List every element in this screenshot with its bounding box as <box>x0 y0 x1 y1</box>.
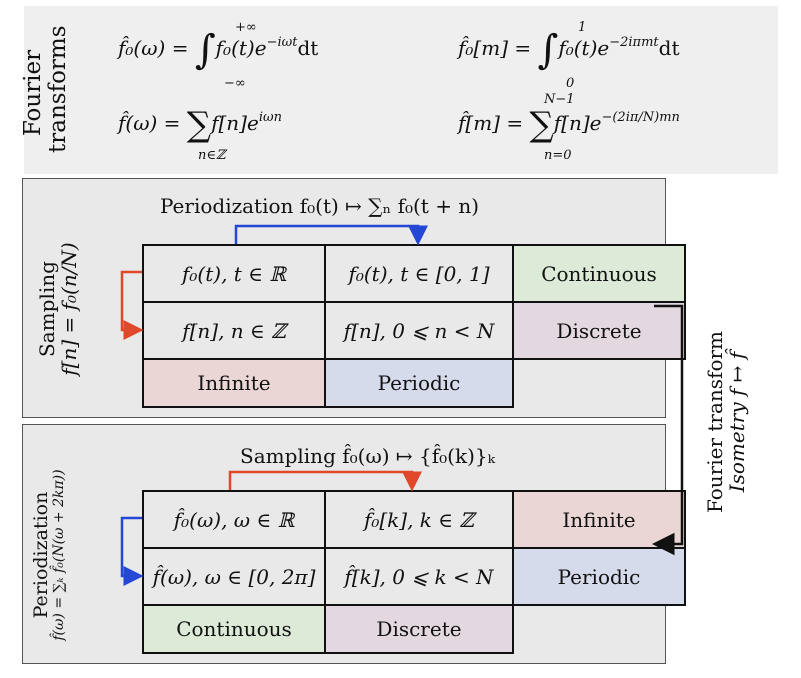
integral-symbol: ∫ <box>194 27 216 73</box>
formula-continuous-periodic: f̂₀[m] = ∫f₀(t)e−2iπmtdt <box>458 30 679 70</box>
time-domain-table: f₀(t), t ∈ ℝ f₀(t), t ∈ [0, 1] Continuou… <box>142 244 686 408</box>
f4-body: f[n]e <box>553 111 602 135</box>
cell-periodic-label: Periodic <box>512 547 686 606</box>
cell-continuous-label: Continuous <box>142 604 326 654</box>
f1-lower-limit: −∞ <box>224 76 246 91</box>
f1-body: f₀(t)e <box>215 36 267 60</box>
sum-symbol: ∑ <box>186 105 212 145</box>
f4-upper-limit: N−1 <box>544 92 575 107</box>
formula-discrete-infinite: f̂(ω) = ∑f[n]eiωn <box>118 108 282 142</box>
cell-discrete-label: Discrete <box>512 301 686 360</box>
periodization-arrow <box>234 224 428 246</box>
f2-lhs: f̂₀[m] = <box>458 36 538 60</box>
cell-discrete-label: Discrete <box>324 604 514 654</box>
f1-lhs: f̂₀(ω) = <box>118 36 195 60</box>
f2-body: f₀(t)e <box>558 36 610 60</box>
cell-discrete-periodic: f[n], 0 ⩽ n < N <box>324 301 514 360</box>
sum-symbol: ∑ <box>529 105 554 145</box>
cell-freq-discrete-infinite: f̂₀[k], k ∈ ℤ <box>324 490 514 549</box>
f4-lhs: f̂[m] = <box>458 111 530 135</box>
cell-continuous-periodic: f₀(t), t ∈ [0, 1] <box>324 244 514 303</box>
periodization-title: Periodization f₀(t) ↦ ∑ₙ f₀(t + n) <box>160 194 480 218</box>
f2-upper-limit: 1 <box>578 20 587 35</box>
f4-exp: −(2iπ/N)mn <box>601 110 680 125</box>
frequency-periodization-arrow <box>120 516 144 586</box>
fourier-transform-arrow <box>652 304 684 556</box>
f1-exp: −iωt <box>266 35 298 50</box>
integral-symbol: ∫ <box>537 27 559 73</box>
f2-exp: −2iπmt <box>609 35 659 50</box>
f3-lower-limit: n∈ℤ <box>198 148 226 163</box>
f1-dt: dt <box>297 36 319 60</box>
cell-infinite-label: Infinite <box>142 358 326 408</box>
f1-upper-limit: +∞ <box>235 20 257 35</box>
frequency-domain-table: f̂₀(ω), ω ∈ ℝ f̂₀[k], k ∈ ℤ Infinite f̂(… <box>142 490 686 654</box>
cell-freq-discrete-periodic: f̂[k], 0 ⩽ k < N <box>324 547 514 606</box>
formula-continuous-infinite: f̂₀(ω) = ∫f₀(t)e−iωtdt <box>118 30 318 70</box>
cell-freq-continuous-infinite: f̂₀(ω), ω ∈ ℝ <box>142 490 326 549</box>
f4-lower-limit: n=0 <box>544 148 572 163</box>
f3-exp: iωn <box>258 110 282 125</box>
f3-body: f[n]e <box>211 111 259 135</box>
f2-lower-limit: 0 <box>566 76 575 91</box>
cell-freq-continuous-periodic: f̂(ω), ω ∈ [0, 2π] <box>142 547 326 606</box>
formula-discrete-periodic: f̂[m] = ∑f[n]e−(2iπ/N)mn <box>458 108 680 142</box>
cell-continuous-label: Continuous <box>512 244 686 303</box>
cell-periodic-label: Periodic <box>324 358 514 408</box>
fourier-transforms-panel <box>24 6 778 174</box>
sampling-arrow <box>120 270 144 340</box>
cell-continuous-infinite: f₀(t), t ∈ ℝ <box>142 244 326 303</box>
f3-lhs: f̂(ω) = <box>118 111 187 135</box>
f2-dt: dt <box>658 36 680 60</box>
frequency-sampling-arrow <box>228 470 422 492</box>
sampling-title: Sampling f̂₀(ω) ↦ {f̂₀(k)}ₖ <box>240 444 495 468</box>
cell-discrete-infinite: f[n], n ∈ ℤ <box>142 301 326 360</box>
